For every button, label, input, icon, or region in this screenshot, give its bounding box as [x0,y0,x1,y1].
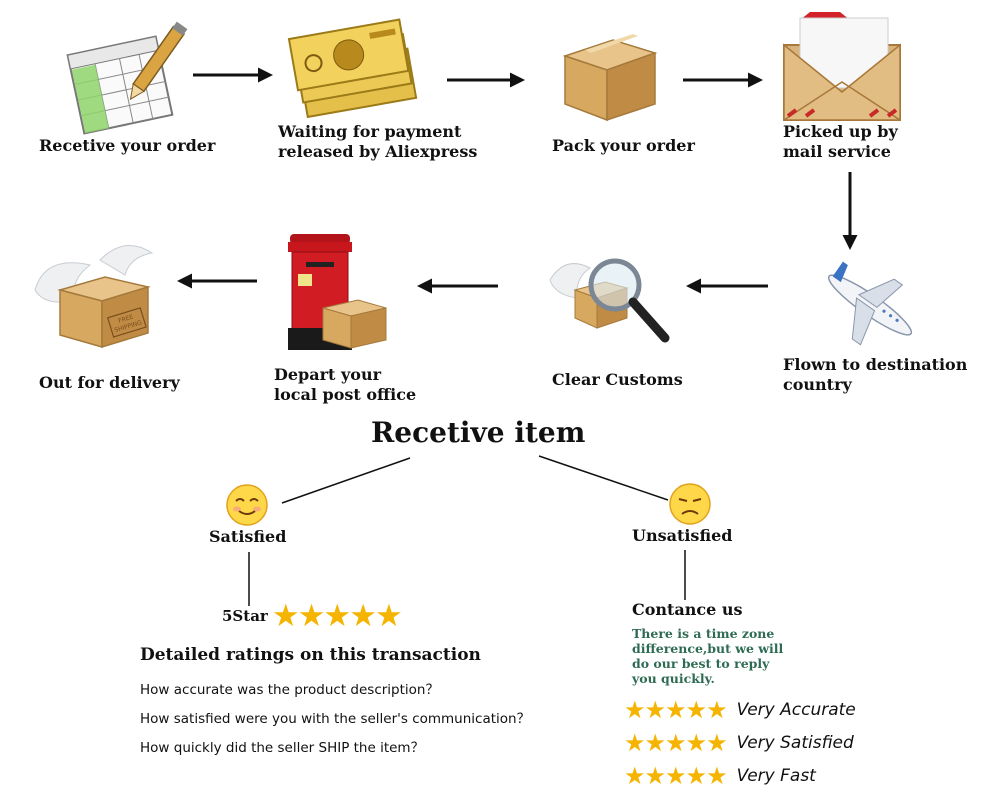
rating-fast-text: Very Fast [736,766,816,786]
rating-satisfied: ★★★★★ Very Satisfied [624,729,854,757]
satisfied-face-icon [226,484,268,526]
time-zone-note: There is a time zone difference,but we w… [632,626,784,686]
five-star-icons: ★★★★★ [271,598,403,634]
unsatisfied-face-icon [669,483,711,525]
step-label-customs: Clear Customs [552,370,683,389]
magnifier-icon [549,258,670,343]
rating-satisfied-stars: ★★★★★ [624,729,728,757]
step-label-pack-order: Pack your order [552,136,695,155]
rating-fast: ★★★★★ Very Fast [624,762,816,790]
rating-satisfied-text: Very Satisfied [736,733,854,753]
envelope-icon [783,12,901,121]
satisfied-label: Satisfied [209,527,287,546]
money-icon [287,18,418,119]
step-label-receive-order: Recetive your order [39,136,216,155]
center-title: Recetive item [371,416,586,449]
five-star-row: 5Star ★★★★★ [222,598,403,634]
contact-title: Contance us [632,600,743,619]
box-stamp-line-1: FREE [118,313,135,324]
unsatisfied-label: Unsatisfied [632,526,733,545]
step-label-delivery: Out for delivery [39,373,180,392]
winged-box-icon: FREE SHIPPING [34,245,154,349]
ratings-title: Detailed ratings on this transaction [140,645,481,665]
branch-line-left [281,457,411,504]
five-star-label: 5Star [222,607,268,625]
rating-fast-stars: ★★★★★ [624,762,728,790]
rating-accurate-text: Very Accurate [736,700,856,720]
airplane-icon [827,261,913,346]
order-form-icon [66,21,188,135]
branch-line-right [538,455,669,501]
postbox-icon [288,234,387,350]
question-communication: How satisfied were you with the seller's… [140,711,531,727]
rating-accurate: ★★★★★ Very Accurate [624,696,856,724]
question-shipping: How quickly did the seller SHIP the item… [140,740,425,756]
rating-accurate-stars: ★★★★★ [624,696,728,724]
question-accuracy: How accurate was the product description… [140,682,439,698]
package-icon [562,34,658,122]
